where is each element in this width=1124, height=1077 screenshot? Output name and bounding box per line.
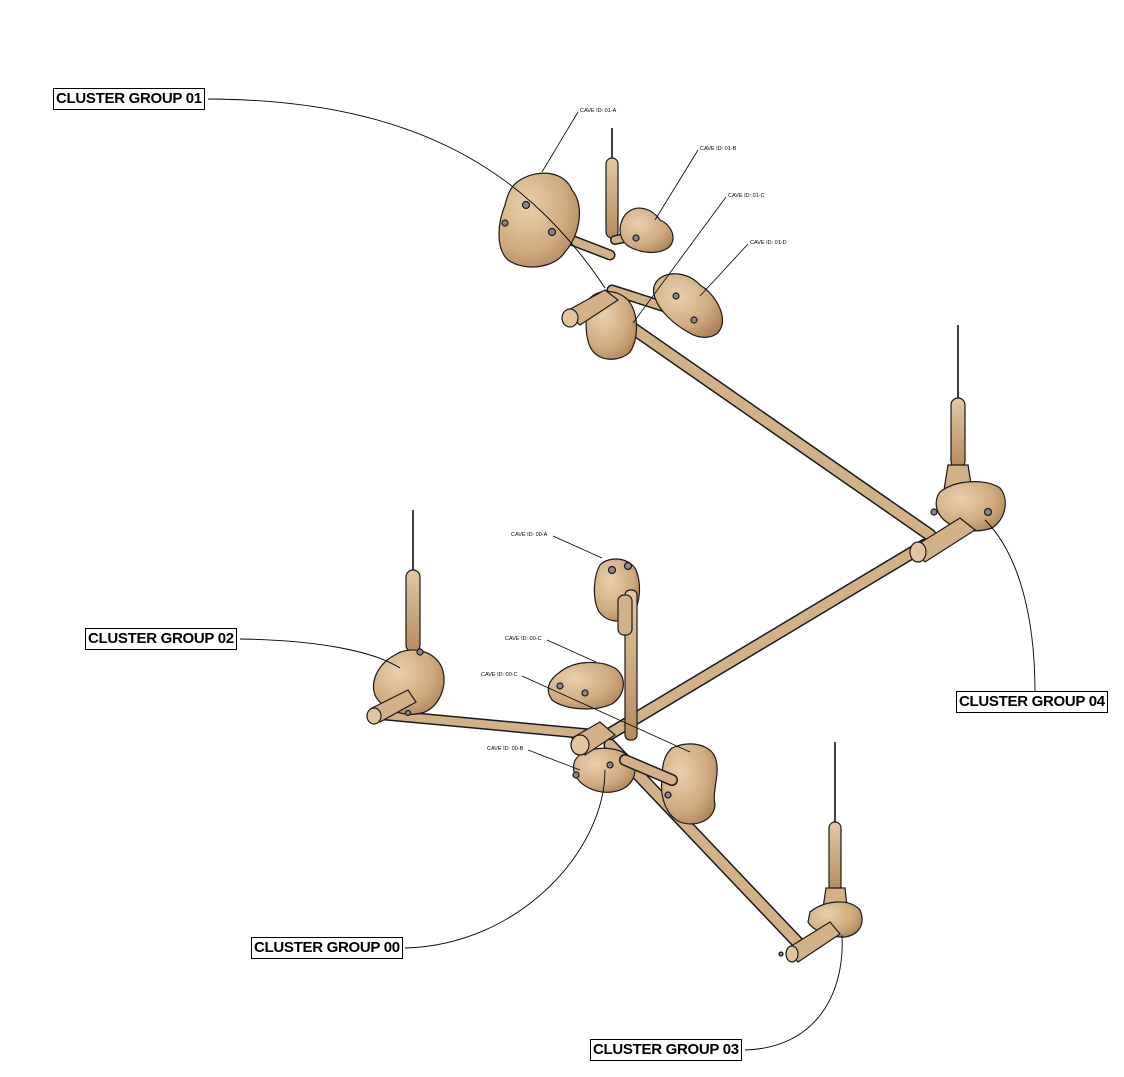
cluster-group-leaders [207, 98, 1036, 1051]
cave-id-01-a: CAVE ID: 01-A [580, 108, 617, 114]
cluster-01-model [498, 128, 724, 360]
cave-id-00-c-lower: CAVE ID: 00-C [481, 672, 518, 678]
cave-id-01-d: CAVE ID: 01-D [750, 240, 787, 246]
cluster-00-model [547, 558, 718, 825]
cave-id-00-c-upper: CAVE ID: 00-C [505, 636, 542, 642]
cave-id-01-c: CAVE ID: 01-C [728, 193, 765, 199]
tunnel-01-to-04 [621, 318, 937, 542]
cave-id-annotations: CAVE ID: 01-A CAVE ID: 01-B CAVE ID: 01-… [481, 108, 787, 771]
tunnel-00-to-03 [603, 738, 807, 952]
cluster-group-00-label: CLUSTER GROUP 00 [251, 937, 403, 959]
cluster-02-model [366, 510, 445, 725]
cluster-group-03-label: CLUSTER GROUP 03 [590, 1039, 742, 1061]
cave-id-01-b: CAVE ID: 01-B [700, 146, 737, 152]
cluster-03-model [778, 742, 863, 963]
cluster-group-01-label: CLUSTER GROUP 01 [53, 88, 205, 110]
cave-id-00-b: CAVE ID: 00-B [487, 746, 524, 752]
cluster-group-04-label: CLUSTER GROUP 04 [956, 691, 1108, 713]
tunnel-04-to-00 [601, 538, 932, 742]
cave-id-00-a: CAVE ID: 00-A [511, 532, 548, 538]
cluster-group-02-label: CLUSTER GROUP 02 [85, 628, 237, 650]
cluster-04-model [909, 325, 1006, 563]
tunnel-00-to-02 [379, 709, 606, 741]
